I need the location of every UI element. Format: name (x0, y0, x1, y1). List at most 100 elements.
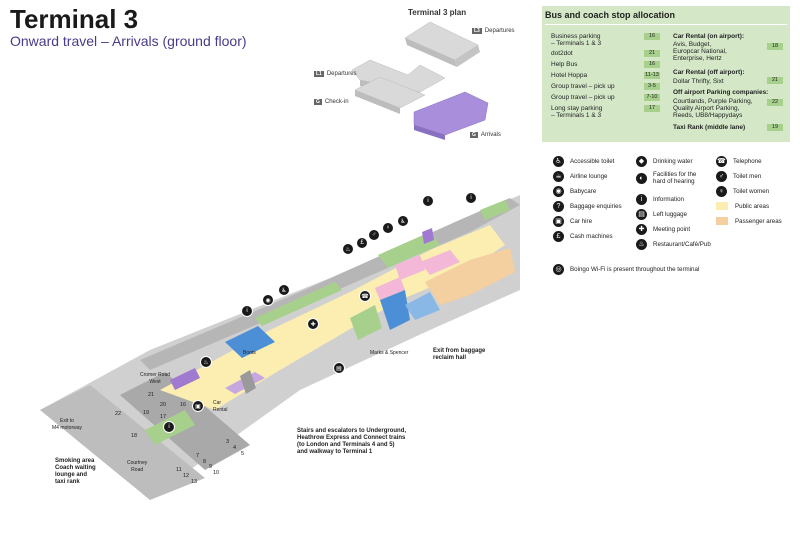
exit-m4-label: Exit to M4 motorway (52, 418, 83, 431)
pink-shop (420, 250, 460, 275)
bus-stop-number: 7 (196, 453, 200, 459)
cash-machines-icon[interactable]: £ (356, 237, 368, 249)
allocation-stop: 11-13 (644, 72, 660, 79)
toilet-men-icon: ♂ (716, 171, 727, 182)
bus-stop-number: 18 (131, 433, 138, 439)
wifi-icon: ◎ (553, 264, 564, 275)
allocation-label: Hotel Hoppa (551, 72, 588, 79)
bus-stop-number: 22 (115, 411, 122, 417)
accessible-toilet-icon[interactable]: ♿ (278, 284, 290, 296)
allocation-label: Courtlands, Purple Parking, Quality Airp… (673, 98, 753, 119)
restaurant-icon: ♨ (636, 239, 647, 250)
allocation-stop: 16 (644, 33, 660, 40)
information-icon[interactable]: i (241, 305, 253, 317)
meeting-point-icon: ✚ (636, 224, 647, 235)
allocation-stop: 21 (644, 50, 660, 57)
legend-item: ♂Toilet men (716, 171, 761, 182)
green-area (480, 200, 510, 220)
allocation-stop: 18 (767, 43, 783, 50)
allocation-stop: 7-10 (644, 94, 660, 101)
information-icon[interactable]: i (465, 192, 477, 204)
wifi-note: ◎Boingo Wi-Fi is present throughout the … (553, 264, 699, 275)
legend-item: ◆Drinking water (636, 156, 693, 167)
allocation-heading: Car Rental (off airport): (673, 69, 745, 76)
toilet-men-icon[interactable]: ♂ (368, 229, 380, 241)
allocation-label: Help Bus (551, 61, 578, 68)
telephone-icon: ☎ (716, 156, 727, 167)
purple-shop (170, 368, 200, 390)
road-lane (40, 385, 205, 500)
legend-item: ?Baggage enquiries (553, 201, 622, 212)
legend-item: ♀Toilet women (716, 186, 769, 197)
telephone-icon[interactable]: ☎ (359, 290, 371, 302)
bus-stop-number: 10 (213, 470, 220, 476)
information-icon[interactable]: i (163, 421, 175, 433)
bus-stop-number: 3 (226, 439, 230, 445)
legend-item: ▣Car hire (553, 216, 592, 227)
green-area (255, 282, 342, 326)
accessible-toilet-icon: ♿ (553, 156, 564, 167)
cromer-road-label: Cromer Road West (140, 372, 171, 385)
bus-stop-number: 17 (160, 414, 167, 420)
legend-item: ◉Babycare (553, 186, 596, 197)
legend-item: ☕Airline lounge (553, 171, 608, 182)
blue-shop (380, 290, 410, 330)
pink-shop (395, 255, 425, 280)
babycare-icon[interactable]: ◉ (262, 294, 274, 306)
allocation-stop: 21 (767, 77, 783, 84)
bus-stop-number: 5 (241, 451, 245, 457)
bus-stop-number: 19 (143, 410, 150, 416)
car-hire-icon: ▣ (553, 216, 564, 227)
blue-shop (405, 292, 440, 320)
restaurant-icon[interactable]: ♨ (200, 356, 212, 368)
legend-item: ▤Left luggage (636, 209, 687, 220)
marks-spencer-label: Marks & Spencer (370, 350, 409, 356)
accessible-toilet-icon[interactable]: ♿ (397, 215, 409, 227)
bus-stop-number: 13 (191, 479, 198, 485)
exit-baggage-label: Exit from baggage reclaim hall (433, 348, 486, 361)
allocation-label: Long stay parking – Terminals 1 & 3 (551, 105, 603, 119)
page-title: Terminal 3 (10, 4, 139, 34)
car-hire-icon[interactable]: ▣ (192, 400, 204, 412)
stairs-escalators-label: Stairs and escalators to Underground, He… (297, 428, 407, 455)
allocation-label: Avis, Budget, Europcar National, Enterpr… (673, 41, 727, 62)
allocation-label: Dollar Thrifty, Sixt (673, 78, 724, 85)
public-area-swatch (716, 202, 728, 210)
plan-title: Terminal 3 plan (408, 8, 467, 17)
green-area (350, 305, 382, 340)
legend-item: ✚Meeting point (636, 224, 690, 235)
meeting-point-icon[interactable]: ✚ (307, 318, 319, 330)
bus-stop-number: 12 (183, 473, 190, 479)
legend-item: £Cash machines (553, 231, 613, 242)
legend-item: ☎Telephone (716, 156, 762, 167)
bus-stop-number: 9 (209, 464, 213, 470)
legend-item: Passenger areas (716, 217, 782, 225)
allocation-stop: 16 (644, 61, 660, 68)
boots-shop (225, 326, 275, 358)
allocation-heading: Off airport Parking companies: (673, 89, 769, 96)
toilet-women-icon[interactable]: ♀ (382, 222, 394, 234)
cash-machines-icon: £ (553, 231, 564, 242)
legend-item: Public areas (716, 202, 769, 210)
page-subtitle: Onward travel – Arrivals (ground floor) (10, 33, 247, 49)
babycare-icon: ◉ (553, 186, 564, 197)
passenger-area-floor (425, 248, 515, 305)
information-icon: i (636, 194, 647, 205)
courtney-road-label: Courtney Road (127, 460, 148, 473)
restaurant-icon[interactable]: ♨ (342, 243, 354, 255)
boots-label: Boots (243, 350, 256, 356)
legend-item: ♨Restaurant/Café/Pub (636, 239, 711, 250)
information-icon[interactable]: i (422, 195, 434, 207)
allocation-divider (545, 24, 787, 25)
left-luggage-icon[interactable]: ▤ (333, 362, 345, 374)
allocation-stop: 17 (644, 105, 660, 112)
allocation-label: Group travel – pick up (551, 94, 615, 101)
purple-shop (422, 228, 434, 244)
escalator (240, 370, 256, 394)
drinking-water-icon: ◆ (636, 156, 647, 167)
